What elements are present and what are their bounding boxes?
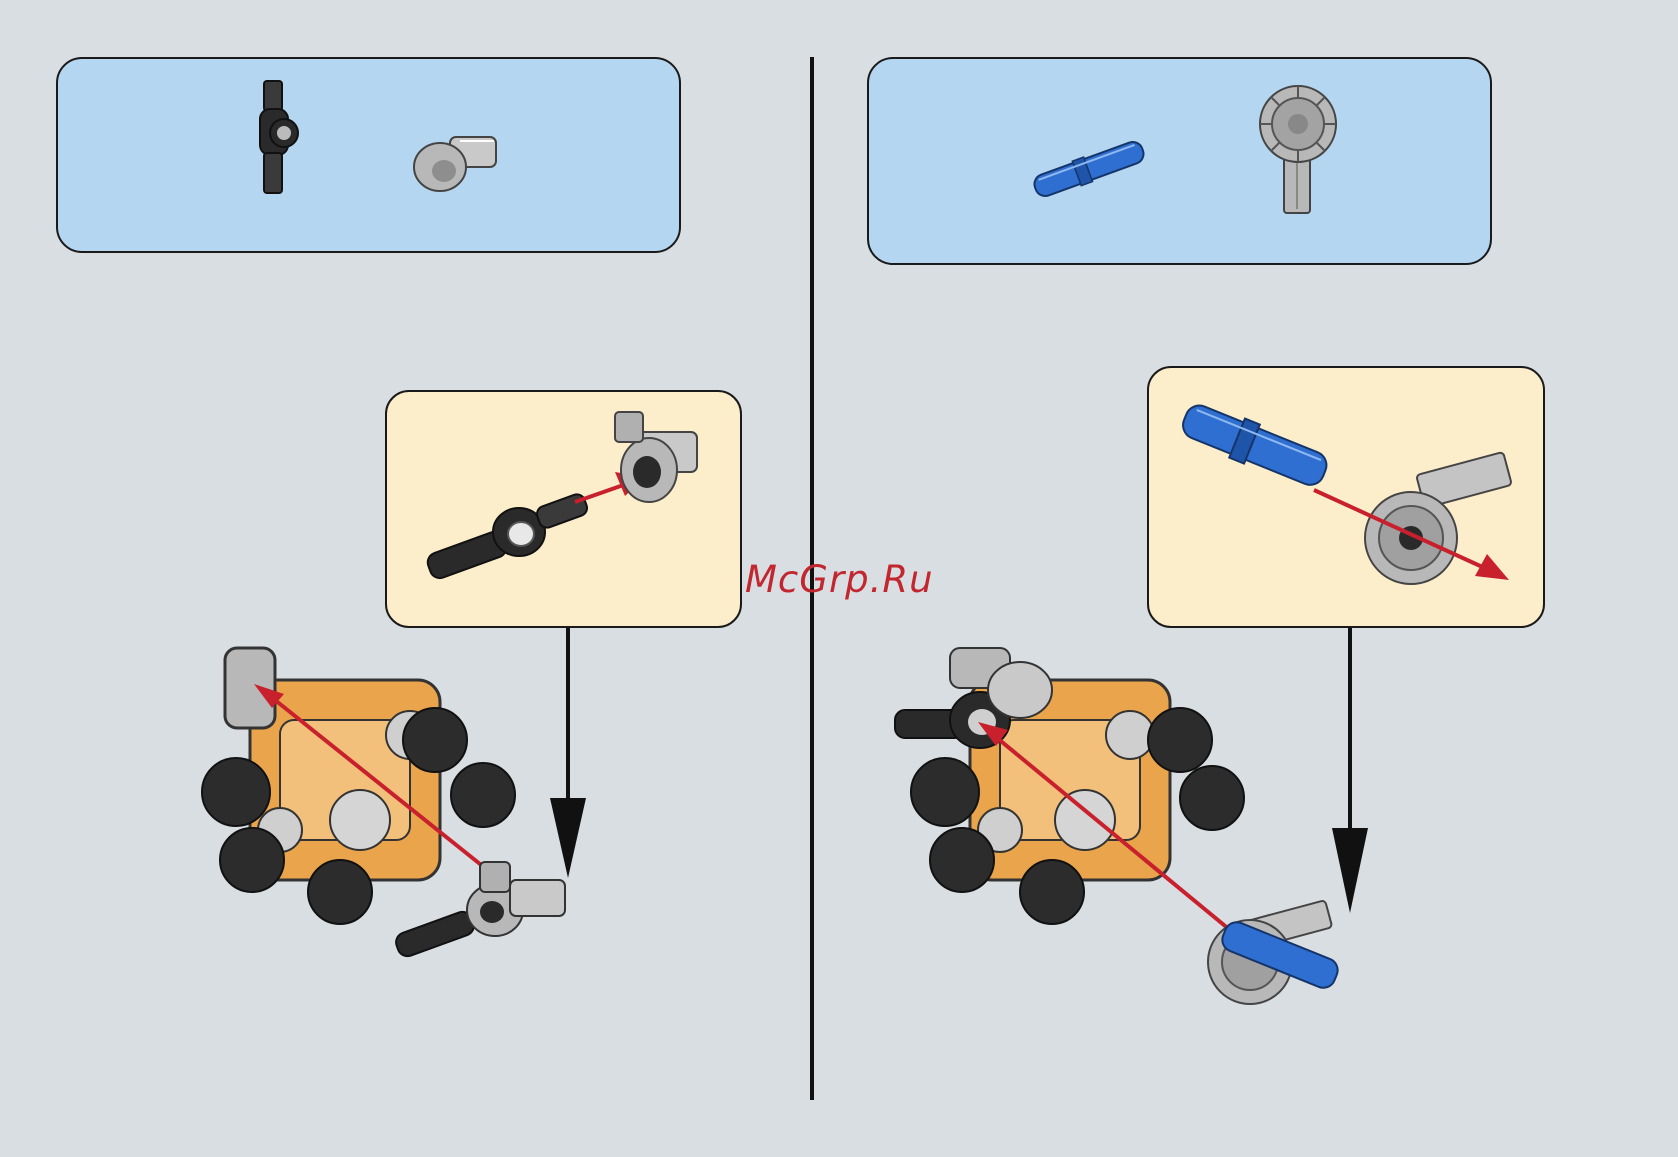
watermark-text: McGrp.Ru xyxy=(745,558,934,601)
sub-assembly-illustration-right xyxy=(1149,368,1547,630)
gear-pin-attachment-right xyxy=(1208,900,1341,1004)
black-axle-pin-connector-icon xyxy=(425,492,589,581)
parts-list-panel-right xyxy=(867,57,1492,265)
black-axle-pin-connector-icon xyxy=(238,79,308,199)
sub-assembly-illustration-left xyxy=(387,392,744,630)
blue-long-pin-icon xyxy=(1177,398,1332,493)
parts-list-panel-left xyxy=(56,57,681,253)
gray-gear-axle-icon xyxy=(1254,79,1344,219)
gray-pin-connector-hub-icon xyxy=(615,412,697,502)
blue-long-pin-icon xyxy=(1024,134,1154,204)
assembly-model-right xyxy=(890,640,1410,1040)
sub-assembly-panel-right xyxy=(1147,366,1545,628)
gray-pin-connector-hub-icon xyxy=(410,129,510,199)
sub-assembly-panel-left xyxy=(385,390,742,628)
assembly-model-left xyxy=(180,640,600,980)
